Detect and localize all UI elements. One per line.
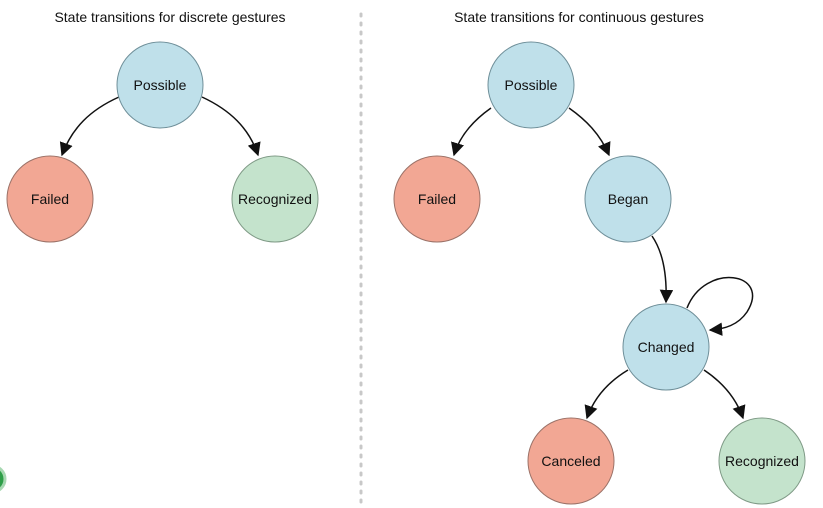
node-canceled-label: Canceled: [541, 453, 600, 469]
node-recognized-label: Recognized: [238, 191, 312, 207]
edge-possible-to-failed: [59, 96, 120, 157]
node-possible: Possible: [116, 41, 204, 129]
node-changed: Changed: [622, 303, 710, 391]
discrete-gestures-title: State transitions for discrete gestures: [54, 9, 285, 25]
edge-possible-to-began: [568, 107, 611, 157]
node-changed-circle: [622, 303, 710, 391]
node-began-circle: [584, 155, 672, 243]
green-status-badge-icon: [0, 466, 7, 492]
node-possible-continuous: Possible: [487, 41, 575, 129]
node-began-label: Began: [608, 191, 648, 207]
edge-began-to-changed: [651, 235, 674, 304]
node-recognized-circle: [231, 155, 319, 243]
node-possible-label: Possible: [134, 77, 187, 93]
node-changed-label: Changed: [638, 339, 695, 355]
node-recognized: Recognized: [231, 155, 319, 243]
node-recognized-continuous-label: Recognized: [725, 453, 799, 469]
node-possible-circle: [116, 41, 204, 129]
node-possible-continuous-label: Possible: [505, 77, 558, 93]
node-canceled: Canceled: [527, 417, 615, 505]
node-recognized-continuous: Recognized: [718, 417, 806, 505]
node-possible-continuous-circle: [487, 41, 575, 129]
node-failed-continuous-label: Failed: [418, 191, 456, 207]
continuous-gestures-title: State transitions for continuous gesture…: [454, 9, 704, 25]
node-failed-label: Failed: [31, 191, 69, 207]
node-failed-circle: [6, 155, 94, 243]
node-began: Began: [584, 155, 672, 243]
node-failed-continuous: Failed: [393, 155, 481, 243]
node-recognized-continuous-circle: [718, 417, 806, 505]
edge-changed-to-canceled: [584, 369, 629, 420]
node-canceled-circle: [527, 417, 615, 505]
edge-changed-self-loop: [686, 276, 754, 336]
edge-possible-to-recognized: [201, 96, 261, 157]
node-failed: Failed: [6, 155, 94, 243]
node-failed-continuous-circle: [393, 155, 481, 243]
edge-possible-to-failed-continuous: [451, 107, 492, 157]
edge-changed-to-recognized: [703, 369, 746, 420]
